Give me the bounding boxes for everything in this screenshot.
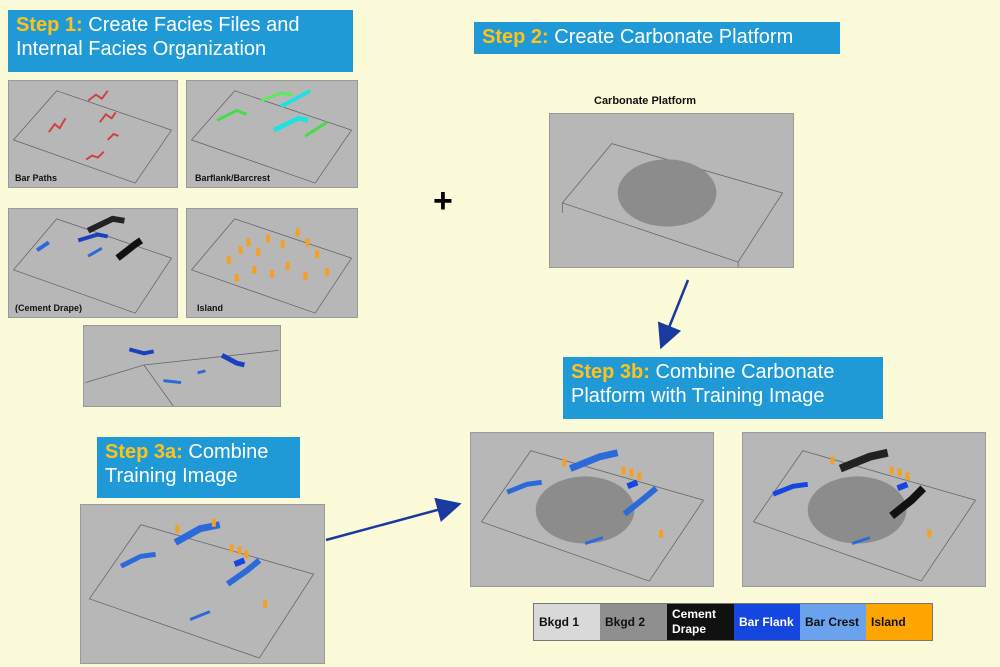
combined-image-1	[480, 449, 705, 582]
legend-label: Bkgd 1	[539, 614, 580, 629]
legend-item-cement-drape: Cement Drape	[667, 604, 734, 640]
legend-item-island: Island	[866, 604, 932, 640]
step2-label: Step 2:	[482, 26, 549, 48]
legend-label: Bar Crest	[805, 614, 860, 629]
cement-drape-image	[12, 215, 173, 314]
step3a-label: Step 3a:	[105, 441, 183, 463]
island-panel: Island	[186, 208, 358, 318]
barflank-panel: Barflank/Barcrest	[186, 80, 358, 188]
bar-paths-panel: Bar Paths	[8, 80, 178, 188]
legend-label: Cement Drape	[672, 607, 717, 636]
step3b-text: Combine Carbonate	[655, 361, 835, 383]
legend-label: Bar Flank	[739, 614, 794, 629]
combined-image-1-panel	[470, 432, 714, 587]
detail-image	[85, 347, 279, 406]
step2-box: Step 2: Create Carbonate Platform	[474, 22, 840, 54]
cement-drape-label: (Cement Drape)	[15, 303, 83, 313]
combined-image-2-panel	[742, 432, 986, 587]
legend-label: Bkgd 2	[605, 614, 646, 629]
bar-paths-image	[12, 90, 173, 184]
cement-drape-panel: (Cement Drape)	[8, 208, 178, 318]
carbonate-platform-image	[561, 143, 784, 267]
step1-label: Step 1:	[16, 14, 83, 36]
facies-legend: Bkgd 1 Bkgd 2 Cement Drape Bar Flank Bar Cre…	[533, 603, 933, 641]
step1-text-line2: Internal Facies Organization	[16, 38, 267, 60]
barflank-image	[190, 89, 353, 184]
island-label: Island	[197, 303, 224, 313]
step1-text: Create Facies Files and	[88, 14, 300, 36]
carbonate-platform-panel	[549, 113, 794, 268]
plus-sign: +	[433, 182, 453, 220]
combined-image-2	[752, 448, 977, 582]
step2-text: Create Carbonate Platform	[554, 26, 794, 48]
step3a-box: Step 3a: Combine Training Image	[97, 437, 300, 498]
training-image-panel	[80, 504, 325, 664]
step3b-box: Step 3b: Combine Carbonate Platform with…	[563, 357, 883, 419]
legend-item-bar-crest: Bar Crest	[800, 604, 866, 640]
legend-item-bkgd-2: Bkgd 2	[600, 604, 667, 640]
island-image	[190, 218, 353, 314]
detail-panel	[83, 325, 281, 407]
barflank-label: Barflank/Barcrest	[195, 173, 271, 183]
arrow-step2-to-step3b	[657, 279, 690, 350]
step3a-text-line2: Training Image	[105, 465, 238, 487]
step3a-text: Combine	[188, 441, 269, 463]
arrow-step3a-to-step3b	[325, 497, 462, 542]
legend-item-bar-flank: Bar Flank	[734, 604, 800, 640]
step3b-text-line2: Platform with Training Image	[571, 385, 825, 407]
legend-label: Island	[871, 614, 906, 629]
carbonate-platform-title: Carbonate Platform	[594, 95, 697, 107]
training-image	[88, 518, 315, 659]
bar-paths-label: Bar Paths	[15, 173, 58, 183]
step1-box: Step 1: Create Facies Files and Internal…	[8, 10, 353, 72]
step3b-label: Step 3b:	[571, 361, 650, 383]
legend-item-bkgd-1: Bkgd 1	[534, 604, 600, 640]
